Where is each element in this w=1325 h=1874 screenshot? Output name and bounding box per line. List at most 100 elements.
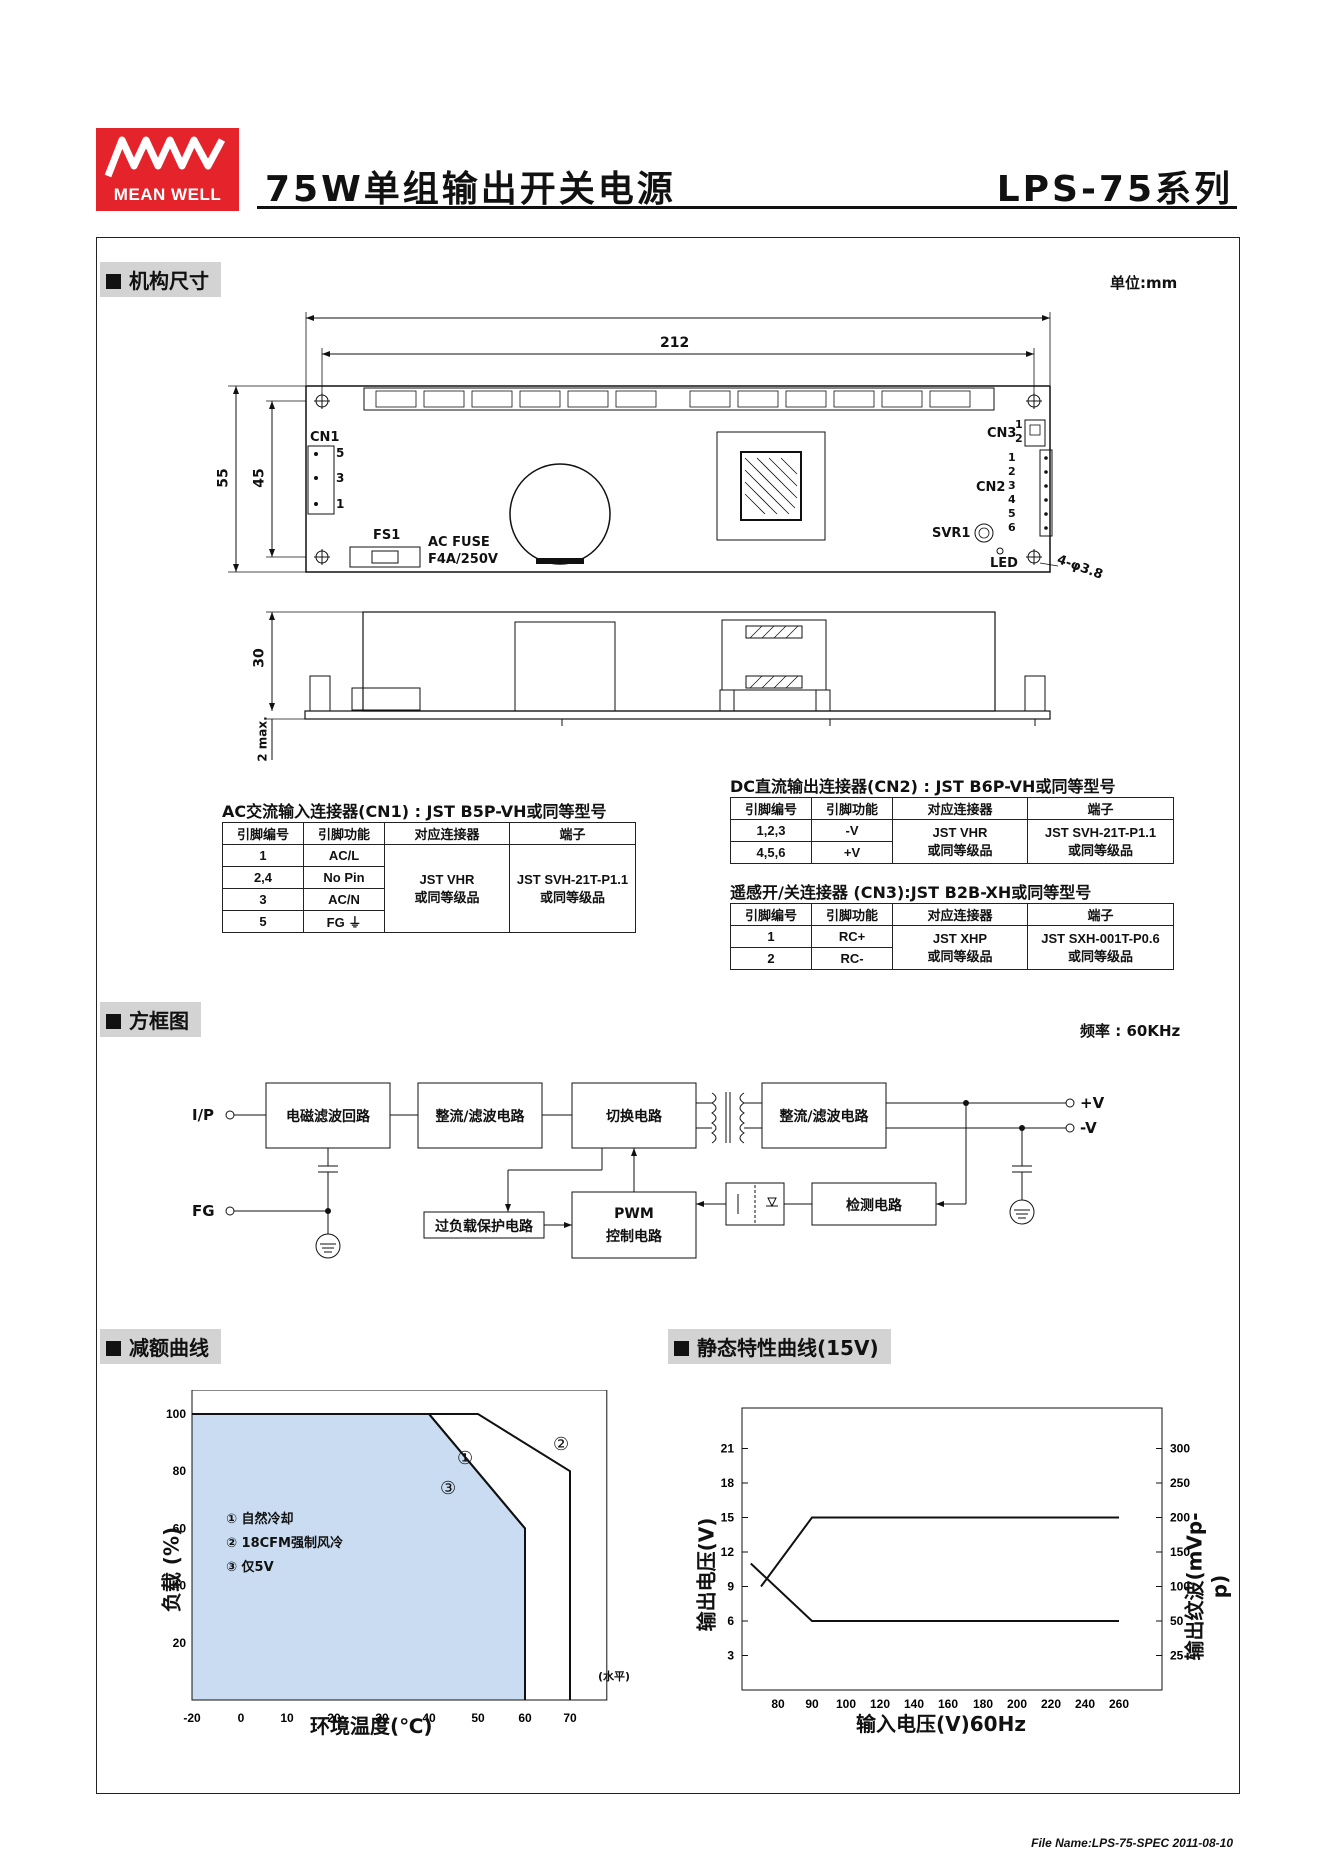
static-x-tick-label: 90: [805, 1697, 819, 1711]
static-y-tick-label-right: 50: [1170, 1614, 1184, 1628]
static-y-tick-label-left: 18: [721, 1476, 735, 1490]
document-title: 75W单组输出开关电源: [265, 169, 676, 210]
static-x-tick-label: 220: [1041, 1697, 1061, 1711]
block-switching: 切换电路: [606, 1109, 662, 1125]
block-rectifier-output: 整流/滤波电路: [779, 1109, 869, 1125]
section-block-diagram: 方框图: [100, 1002, 201, 1037]
fuse-label: AC FUSE: [428, 535, 490, 550]
derating-x-tick-label: 40: [422, 1711, 436, 1725]
static-y-tick-label-left: 6: [727, 1614, 734, 1628]
derating-plot-frame: [191, 1390, 608, 1701]
cn1-table-title: AC交流输入连接器(CN1) : JST B5P-VH或同等型号: [222, 802, 607, 821]
block-pwm: PWM: [614, 1206, 654, 1222]
static-plot-frame: [741, 1407, 1163, 1691]
static-ylabel-left: 输出电压(V): [694, 1517, 719, 1632]
static-y-tick-label-right: 300: [1170, 1442, 1190, 1456]
derating-xlabel: 环境温度(℃): [310, 1714, 433, 1738]
series-title: LPS-75系列: [996, 169, 1233, 210]
static-x-tick-label: 100: [836, 1697, 856, 1711]
header-rule: [257, 206, 1237, 209]
static-x-tick-label: 240: [1075, 1697, 1095, 1711]
cn1-pin-1: 1: [336, 497, 345, 511]
static-y-tick-label-left: 9: [727, 1580, 734, 1594]
marker-3: ③: [440, 1478, 457, 1499]
block-detection: 检测电路: [846, 1198, 902, 1214]
static-x-tick-label: 200: [1007, 1697, 1027, 1711]
vminus-label: -V: [1080, 1119, 1097, 1137]
static-x-tick-label: 160: [938, 1697, 958, 1711]
block-overload-protection: 过负载保护电路: [435, 1219, 533, 1235]
section-mechanical: 机构尺寸: [100, 262, 221, 297]
static-y-tick-label-right: 200: [1170, 1511, 1190, 1525]
cn1-label: CN1: [310, 430, 340, 445]
static-y-tick-label-right: 150: [1170, 1545, 1190, 1559]
derating-x-tick-label: 70: [563, 1711, 577, 1725]
dim-length: 212: [660, 335, 690, 351]
marker-1: ①: [457, 1448, 474, 1469]
led-label: LED: [990, 556, 1018, 571]
static-series-line: [760, 1516, 1119, 1588]
marker-2: ②: [553, 1434, 570, 1455]
fs1-label: FS1: [373, 528, 401, 543]
file-name-footer: File Name:LPS-75-SPEC 2011-08-10: [1031, 1836, 1233, 1850]
legend-item: ② 18CFM强制风冷: [226, 1536, 343, 1551]
static-x-tick-label: 80: [771, 1697, 785, 1711]
brand-name: MEAN WELL: [113, 185, 222, 204]
cn2-label: CN2: [976, 480, 1006, 495]
legend-item: ① 自然冷却: [226, 1512, 294, 1527]
static-x-tick-label: 140: [904, 1697, 924, 1711]
table-header-row: 引脚编号引脚功能 对应连接器端子: [730, 797, 1174, 820]
cn3-label: CN3: [987, 426, 1017, 441]
derating-x-tick-label: 60: [518, 1711, 532, 1725]
block-pwm-control: 控制电路: [606, 1229, 662, 1245]
static-y-tick-label-left: 15: [721, 1511, 735, 1525]
block-rectifier-input: 整流/滤波电路: [435, 1109, 525, 1125]
table-row: 4,5,6+V: [730, 841, 1174, 864]
static-x-tick-label: 120: [870, 1697, 890, 1711]
static-x-tick-label: 180: [973, 1697, 993, 1711]
section-static: 静态特性曲线(15V): [668, 1329, 891, 1364]
vplus-label: +V: [1080, 1094, 1105, 1112]
unit-label: 单位:mm: [1110, 274, 1178, 292]
static-series-line: [750, 1562, 1119, 1622]
static-y-tick-label-left: 3: [727, 1649, 734, 1663]
fuse-rating: F4A/250V: [428, 552, 498, 567]
derating-y-tick-label: 20: [173, 1636, 187, 1650]
block-emi-filter: 电磁滤波回路: [286, 1109, 370, 1125]
derating-y-tick-label: 40: [173, 1579, 187, 1593]
mean-well-logo: MEAN WELL: [96, 128, 239, 211]
ip-label: I/P: [192, 1106, 215, 1124]
derating-series-line: [192, 1413, 526, 1530]
legend-item: ③ 仅5V: [226, 1560, 274, 1575]
derating-x-tick-label: 0: [238, 1711, 245, 1725]
static-xlabel: 输入电压(V)60Hz: [856, 1712, 1026, 1736]
frequency-label: 频率 : 60KHz: [1080, 1022, 1181, 1040]
derating-x-tick-label: 20: [327, 1711, 341, 1725]
svr1-label: SVR1: [932, 526, 971, 541]
derating-x-tick-label: 50: [471, 1711, 485, 1725]
derating-ylabel: 负载 (%): [159, 1526, 184, 1613]
cn3-pin-1: 1: [1015, 418, 1023, 431]
content-frame: [96, 237, 1240, 1794]
static-y-tick-label-left: 12: [721, 1545, 735, 1559]
static-ylabel-right: 输出纹波(mVp-p): [1182, 1512, 1232, 1661]
fg-label: FG: [192, 1202, 215, 1220]
section-derating: 减额曲线: [100, 1329, 221, 1364]
derating-y-tick-label: 100: [166, 1407, 186, 1421]
derating-y-tick-label: 60: [173, 1521, 187, 1535]
derating-xunit: (水平): [598, 1670, 631, 1683]
derating-area-fill: [192, 1414, 525, 1700]
static-y-tick-label-right: 100: [1170, 1580, 1190, 1594]
